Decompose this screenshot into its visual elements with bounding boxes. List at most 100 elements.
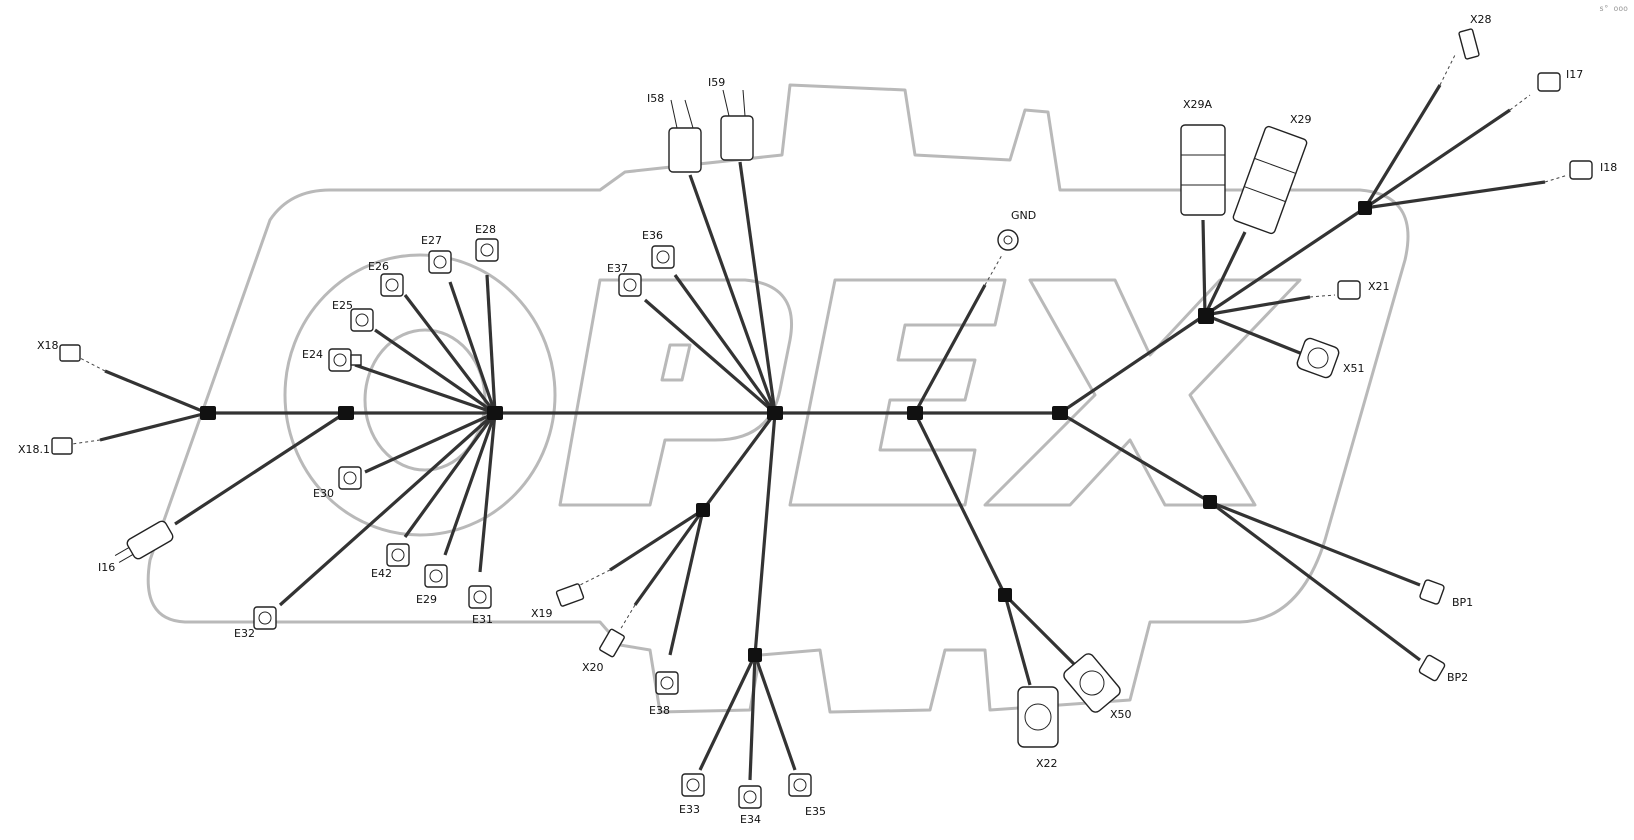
leader-i18 [1544,174,1569,183]
leader-x18 [79,357,106,372]
junction-node [200,406,216,420]
label-i16: I16 [98,561,115,574]
connector-i18 [1569,160,1593,180]
wire-to-e31 [478,412,497,573]
label-i18: I18 [1600,161,1617,174]
leader-x20 [619,604,636,631]
wire-to-e30 [364,411,496,474]
connector-bp1 [1419,579,1445,605]
connector-i16 [114,520,174,563]
junction-node [907,406,923,420]
watermark-letter-p [558,278,793,507]
connector-gnd [997,229,1019,251]
leader-x21 [1309,294,1336,298]
wire-to-branch-bp [1059,411,1211,504]
connector-e30 [338,466,362,490]
leader-x19 [579,569,611,586]
junction-node [487,406,503,420]
label-e34: E34 [740,813,761,826]
wire-to-e25 [374,328,496,415]
label-i59: I59 [708,76,725,89]
connector-x18-1 [51,437,73,455]
leader-x28 [1439,54,1456,86]
label-gnd: GND [1011,209,1036,222]
connector-x29a [1180,124,1226,216]
junction-node [748,648,762,662]
label-e35: E35 [805,805,826,818]
wire-to-bp2 [1209,500,1421,662]
label-e26: E26 [368,260,389,273]
wire-to-x22 [1003,594,1032,686]
label-x22: X22 [1036,757,1058,770]
wire-to-x18 [104,369,208,415]
label-e37: E37 [607,262,628,275]
corner-mark: s° ooo [1599,4,1628,13]
wire-to-e35 [753,654,797,771]
connector-e26 [380,273,404,297]
connector-x50 [1063,653,1121,713]
labels: X18 X18.1 I16 E24 E25 E26 E27 E28 E30 E4… [18,13,1617,826]
label-e32: E32 [234,627,255,640]
wire-to-branch-lower [701,412,777,511]
connector-e28 [475,238,499,262]
connector-x18 [59,344,81,362]
wire-to-e34 [748,654,757,781]
wire-to-e24 [354,363,496,415]
label-bp1: BP1 [1452,596,1473,609]
label-x19: X19 [531,607,553,620]
connector-e33 [681,773,705,797]
wire-to-e36 [673,274,777,414]
wire-to-x29a [1201,219,1207,316]
label-e31: E31 [472,613,493,626]
wire-to-x20 [633,509,705,606]
dashed-leaders [71,54,1569,631]
label-e27: E27 [421,234,442,247]
wire-to-e26 [403,294,497,414]
junction-node [1052,406,1068,420]
label-x18-1: X18.1 [18,443,50,456]
label-x50: X50 [1110,708,1132,721]
label-bp2: BP2 [1447,671,1468,684]
wire-to-e28 [485,274,497,414]
wire-to-i18 [1364,180,1546,210]
connector-e24 [328,348,362,372]
wire-to-bp1 [1209,500,1421,587]
label-e42: E42 [371,567,392,580]
leader-i17 [1509,94,1531,111]
junction-nodes [200,201,1372,662]
label-x51: X51 [1343,362,1365,375]
junction-node [1358,201,1372,215]
connector-e36 [651,245,675,269]
label-x29a: X29A [1183,98,1213,111]
junction-node [696,503,710,517]
junction-node [998,588,1012,602]
connector-e27 [428,250,452,274]
connector-e35 [788,773,812,797]
connector-e31 [468,585,492,609]
square-connectors [253,238,812,809]
junction-node [767,406,783,420]
label-e28: E28 [475,223,496,236]
junction-node [338,406,354,420]
wire-to-i59 [738,161,777,414]
wire-to-x18-1 [99,411,208,442]
wire-bundle [99,84,1546,781]
connector-e25 [350,308,374,332]
other-connectors [51,28,1593,748]
label-i58: I58 [647,92,664,105]
watermark-gear-outline [146,83,1410,714]
connector-i58 [668,99,702,173]
label-e33: E33 [679,803,700,816]
wire-to-x21 [1204,295,1311,317]
label-e29: E29 [416,593,437,606]
wire-to-x51 [1204,313,1306,357]
wire-to-x50 [1003,593,1077,667]
wire-to-e37 [643,298,777,415]
label-e30: E30 [313,487,334,500]
label-x29: X29 [1290,113,1312,126]
wire-to-i16 [174,411,346,526]
connector-e34 [738,785,762,809]
label-e36: E36 [642,229,663,242]
connector-x51 [1296,337,1340,379]
